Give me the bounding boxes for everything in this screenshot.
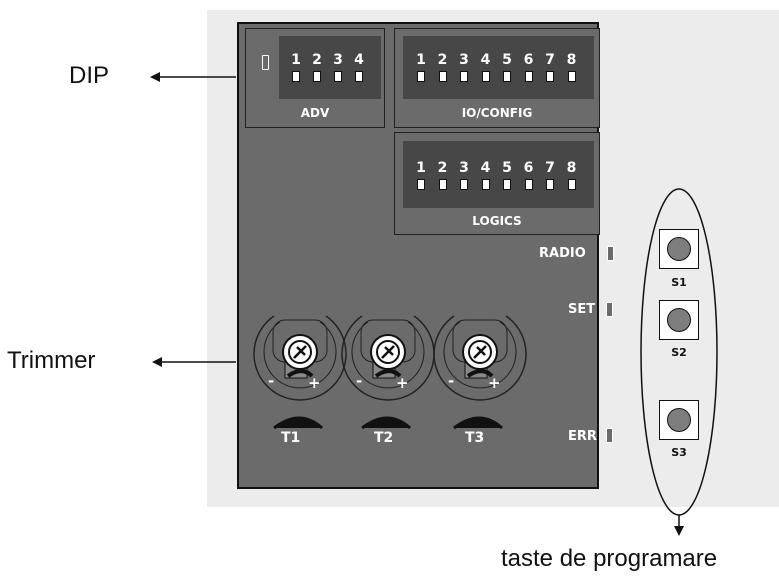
err-led	[606, 428, 613, 443]
dip-switch-io-config-7[interactable]	[546, 71, 554, 82]
button-label-s1: S1	[671, 276, 687, 289]
dip-switch-io-config-8[interactable]	[567, 71, 576, 82]
button-s1[interactable]	[659, 229, 699, 269]
dip-number-logics-3: 3	[459, 160, 469, 176]
dip-switch-io-config-3[interactable]	[460, 71, 468, 82]
trimmer-t2-minus: -	[356, 372, 363, 390]
dip-number-logics-6: 6	[523, 160, 534, 176]
trimmer-t1[interactable]	[253, 315, 347, 430]
button-label-s2: S2	[671, 346, 687, 359]
set-led	[606, 302, 613, 317]
dip-switch-logics-8[interactable]	[567, 179, 576, 190]
dip-block-io-config: IO/CONFIG	[394, 28, 600, 128]
dip-switch-logics-6[interactable]	[524, 179, 533, 190]
led-label-radio: RADIO	[539, 246, 586, 261]
dip-switch-adv-3[interactable]	[334, 71, 342, 82]
dip-number-logics-7: 7	[545, 160, 555, 176]
dip-switch-io-config-4[interactable]	[481, 71, 490, 82]
dip-number-adv-1: 1	[291, 52, 301, 68]
trimmer-t1-minus: -	[268, 372, 275, 390]
dip-number-adv-3: 3	[333, 52, 343, 68]
dip-number-io-config-3: 3	[459, 52, 469, 68]
dip-number-logics-1: 1	[416, 160, 426, 176]
trimmer-label-t1: T1	[281, 430, 301, 446]
dip-switch-adv-4[interactable]	[355, 71, 363, 82]
dip-window-io-config	[403, 36, 594, 99]
dip-number-io-config-1: 1	[416, 52, 426, 68]
dip-window-logics	[403, 141, 594, 208]
button-s1-cap	[667, 237, 691, 261]
dip-switch-logics-5[interactable]	[503, 179, 511, 190]
trimmer-arrow	[152, 357, 236, 367]
trimmer-t3-plus: +	[488, 374, 501, 392]
dip-number-io-config-5: 5	[502, 52, 512, 68]
dip-window-adv	[279, 36, 381, 99]
dip-number-logics-4: 4	[480, 160, 491, 176]
dip-number-logics-5: 5	[502, 160, 512, 176]
dip-switch-adv-1[interactable]	[292, 71, 300, 82]
button-label-s3: S3	[671, 446, 687, 459]
annotation-buttons: taste de programare	[501, 545, 718, 572]
dip-number-adv-2: 2	[312, 52, 322, 68]
dip-switch-logics-1[interactable]	[417, 179, 425, 190]
trimmer-label-t2: T2	[374, 430, 394, 446]
trimmer-t1-plus: +	[308, 374, 321, 392]
buttons-arrow	[674, 515, 684, 536]
button-s2-cap	[667, 308, 691, 332]
trimmer-t2-plus: +	[396, 374, 409, 392]
button-s2[interactable]	[659, 300, 699, 340]
button-s3[interactable]	[659, 400, 699, 440]
dip-switch-logics-4[interactable]	[481, 179, 490, 190]
dip-number-io-config-2: 2	[437, 52, 448, 68]
dip-switch-logics-2[interactable]	[438, 179, 447, 190]
dip-switch-io-config-1[interactable]	[417, 71, 425, 82]
dip-label-io-config: IO/CONFIG	[461, 106, 533, 120]
dip-number-adv-4: 4	[354, 52, 364, 68]
radio-led	[607, 246, 614, 261]
dip-number-io-config-6: 6	[523, 52, 534, 68]
trimmer-t2[interactable]	[341, 315, 435, 430]
dip-switch-io-config-6[interactable]	[524, 71, 533, 82]
trimmer-t3-minus: -	[448, 372, 455, 390]
dip-switch-logics-7[interactable]	[546, 179, 554, 190]
dip-switch-io-config-5[interactable]	[503, 71, 511, 82]
dip-label-adv: ADV	[300, 106, 330, 120]
dip-number-io-config-7: 7	[545, 52, 555, 68]
button-s3-cap	[667, 408, 691, 432]
annotation-trimmer: Trimmer	[7, 347, 96, 374]
dip-number-logics-2: 2	[437, 160, 448, 176]
dip-block-logics: LOGICS	[394, 132, 600, 235]
dip-number-logics-8: 8	[566, 160, 577, 176]
dip-switch-logics-3[interactable]	[460, 179, 468, 190]
dip-led-indicator	[262, 55, 269, 70]
led-label-err: ERR	[568, 429, 597, 444]
annotation-dip: DIP	[69, 62, 110, 89]
trimmer-t3[interactable]	[433, 315, 527, 430]
dip-number-io-config-4: 4	[480, 52, 491, 68]
dip-label-logics: LOGICS	[472, 214, 522, 228]
dip-arrow	[150, 72, 236, 82]
led-label-set: SET	[568, 302, 596, 317]
dip-number-io-config-8: 8	[566, 52, 577, 68]
dip-switch-adv-2[interactable]	[313, 71, 321, 82]
trimmer-label-t3: T3	[465, 430, 485, 446]
dip-switch-io-config-2[interactable]	[438, 71, 447, 82]
